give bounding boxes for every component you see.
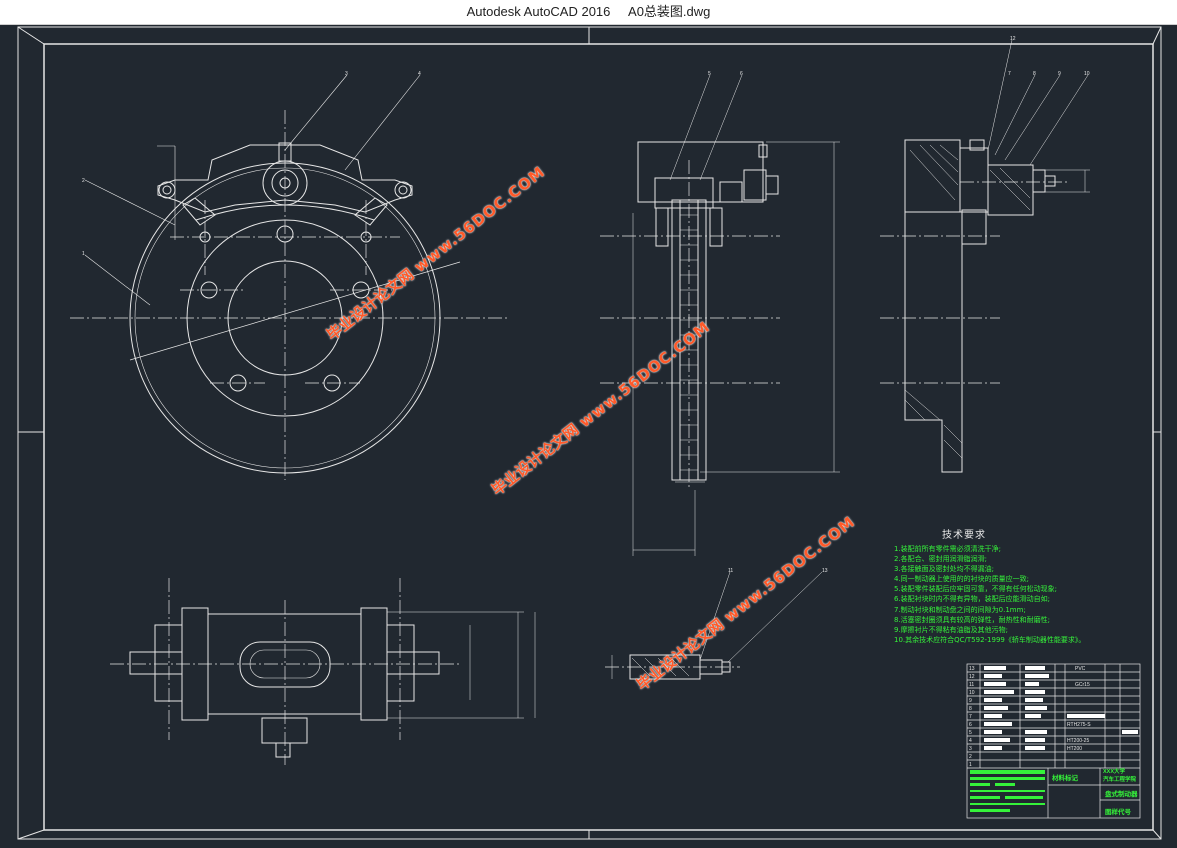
top-view bbox=[110, 578, 536, 765]
part-number-9: 9 bbox=[1058, 71, 1061, 77]
tech-item: 10.其余技术应符合QC/T592-1999《轿车制动器性能要求》。 bbox=[894, 635, 1086, 644]
tech-item: 2.各配合、密封用润滑脂润滑; bbox=[894, 555, 988, 564]
front-view bbox=[70, 74, 510, 480]
tech-item: 5.装配零件装配后应牢固可靠，不得有任何松动现象; bbox=[894, 585, 1058, 594]
drawing-name: 盘式制动器 bbox=[1105, 789, 1138, 798]
svg-text:GCr15: GCr15 bbox=[1075, 682, 1090, 688]
svg-text:PVC: PVC bbox=[1075, 666, 1086, 672]
part-number-11: 11 bbox=[728, 568, 733, 574]
svg-text:1: 1 bbox=[969, 762, 972, 768]
inner-frame bbox=[43, 43, 1154, 831]
part-number-1: 1 bbox=[82, 251, 85, 257]
app-title: Autodesk AutoCAD 2016 bbox=[466, 4, 611, 19]
part-number-2: 2 bbox=[82, 178, 85, 184]
tech-requirements-title: 技术要求 bbox=[942, 530, 986, 541]
dept-name: 汽车工程学院 bbox=[1103, 775, 1137, 783]
tech-item: 1.装配前所有零件需必须清洗干净; bbox=[894, 545, 1002, 553]
svg-text:11: 11 bbox=[969, 682, 974, 688]
svg-text:9: 9 bbox=[969, 698, 972, 704]
side-view bbox=[600, 74, 840, 556]
svg-text:8: 8 bbox=[969, 706, 972, 712]
svg-text:2: 2 bbox=[969, 754, 972, 760]
title-block-marks bbox=[970, 770, 1045, 812]
tech-item: 6.装配衬块时内不得有异物，装配后应能滑动自如; bbox=[894, 595, 1051, 604]
tech-item: 8.活塞密封圈须具有较高的弹性，耐热性和耐磨性; bbox=[894, 615, 1051, 624]
part-number-6: 6 bbox=[740, 71, 743, 77]
svg-text:HT200-25: HT200-25 bbox=[1067, 738, 1089, 744]
svg-text:10: 10 bbox=[969, 690, 975, 696]
svg-text:HT200: HT200 bbox=[1067, 746, 1082, 752]
parts-table-marks bbox=[984, 666, 1138, 750]
labels-svg: 1 2 3 4 5 6 7 8 9 10 11 12 13 13 12 11 1… bbox=[82, 36, 1138, 816]
svg-text:13: 13 bbox=[969, 666, 975, 672]
section-view bbox=[880, 39, 1090, 473]
drawing-code: 图样代号 bbox=[1105, 807, 1132, 816]
parts-row-numbers: 13 12 11 10 9 8 7 6 5 4 3 2 1 bbox=[969, 666, 975, 768]
file-name: A0总装图.dwg bbox=[628, 4, 711, 19]
svg-text:RTH275-S: RTH275-S bbox=[1067, 722, 1091, 728]
part-number-7: 7 bbox=[1008, 71, 1011, 77]
part-number-13: 13 bbox=[822, 568, 828, 574]
parts-table bbox=[966, 663, 1141, 819]
drawing-canvas[interactable]: 1 2 3 4 5 6 7 8 9 10 11 12 13 13 12 11 1… bbox=[0, 24, 1177, 843]
tech-item: 3.各接触面及密封处均不得漏油; bbox=[894, 565, 995, 574]
tech-requirements-list: 1.装配前所有零件需必须清洗干净; 2.各配合、密封用润滑脂润滑; 3.各接触面… bbox=[894, 544, 1124, 645]
svg-text:7: 7 bbox=[969, 714, 972, 720]
tech-item: 9.摩擦衬片不得粘有油脂及其他污物; bbox=[894, 625, 1009, 634]
part-number-3: 3 bbox=[345, 71, 348, 77]
part-number-10: 10 bbox=[1084, 71, 1090, 77]
svg-text:5: 5 bbox=[969, 730, 972, 736]
tech-item: 7.制动衬块和制动盘之间的间隙为0.1mm; bbox=[894, 605, 1026, 614]
tech-item: 4.同一制动器上使用的的衬块的质量应一致; bbox=[894, 575, 1030, 584]
part-number-8: 8 bbox=[1033, 71, 1036, 77]
svg-text:12: 12 bbox=[969, 674, 975, 680]
detail-view bbox=[605, 571, 823, 680]
drawing-svg bbox=[17, 26, 1162, 840]
svg-text:4: 4 bbox=[969, 738, 972, 744]
part-number-12: 12 bbox=[1010, 36, 1016, 42]
svg-text:3: 3 bbox=[969, 746, 972, 752]
school-name: XXX大学 bbox=[1103, 767, 1126, 775]
material-mark: 材料标记 bbox=[1051, 773, 1079, 782]
svg-text:6: 6 bbox=[969, 722, 972, 728]
part-number-4: 4 bbox=[418, 71, 421, 77]
part-number-5: 5 bbox=[708, 71, 711, 77]
parts-materials: PVC GCr15 RTH275-S HT200-25 HT200 bbox=[1067, 666, 1091, 752]
title-bar: Autodesk AutoCAD 2016 A0总装图.dwg bbox=[0, 0, 1177, 25]
